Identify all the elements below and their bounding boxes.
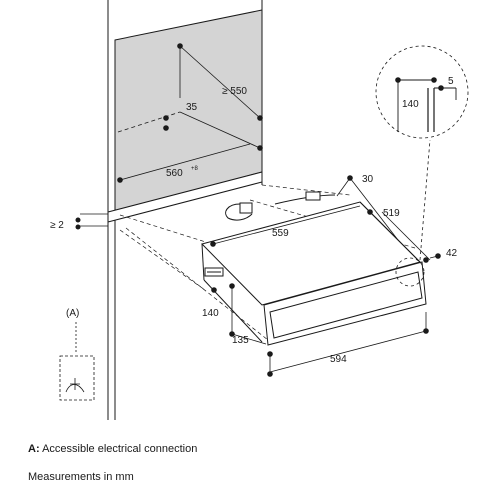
detail-leader [395,139,431,287]
gap-dimension [75,213,108,230]
niche-width-tolerance: +8 [191,166,199,172]
power-cable [225,191,336,221]
legend-description: Accessible electrical connection [42,443,198,455]
tall-cabinet [107,0,263,420]
detail-offset-label: 5 [448,76,454,87]
niche-dimension-lines [117,45,261,181]
niche-width-label: 560 [166,168,183,179]
electrical-connection-icon [59,322,95,401]
niche-dimension-points [117,43,263,183]
front-height-label: 135 [232,335,249,346]
min-height-label: ≥ 550 [222,86,247,97]
drawer-height-label: 140 [202,308,219,319]
detail-view [375,45,469,139]
front-overhang-label: 42 [446,248,458,259]
inner-offset-label: 35 [186,102,198,113]
legend-key: A: [28,443,40,455]
top-offset-label: 30 [362,174,374,185]
installation-diagram: ≥ 550 35 560 +8 ≥ 2 [50,0,469,420]
warming-drawer [201,201,427,346]
drawer-dimension-lines [212,177,439,373]
front-width-label: 594 [330,354,347,365]
legend-units: Measurements in mm [28,471,134,483]
body-width-label: 559 [272,228,289,239]
depth-label: 519 [383,208,400,219]
callout-a-label: (A) [66,308,79,319]
drawer-dimension-points [210,175,441,377]
min-gap-label: ≥ 2 [50,220,64,231]
legend-accessible-connection: A: Accessible electrical connection [28,443,197,455]
detail-height-label: 140 [402,99,419,110]
